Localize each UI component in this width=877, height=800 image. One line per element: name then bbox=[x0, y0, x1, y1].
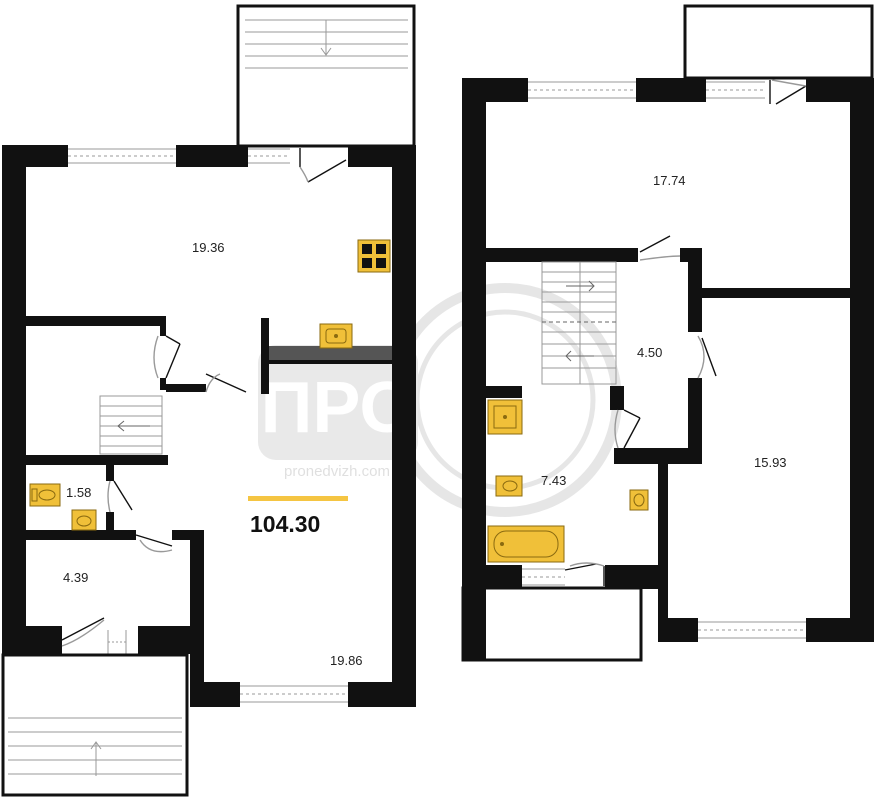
watermark-logo: ПРО bbox=[261, 368, 416, 448]
right-doors bbox=[564, 235, 717, 586]
left-level: 19.36 1.58 4.39 19.86 104.30 bbox=[1, 4, 416, 797]
room-area-wc-small: 1.58 bbox=[66, 485, 91, 500]
room-area-hall-large: 19.86 bbox=[330, 653, 363, 668]
watermark-site: pronedvizh.com bbox=[284, 463, 390, 480]
watermark: ПРО pronedvizh.com bbox=[258, 283, 622, 517]
room-area-bedroom: 15.93 bbox=[754, 455, 787, 470]
room-area-bath: 7.43 bbox=[541, 473, 566, 488]
left-top-window bbox=[68, 148, 290, 164]
watermark-box bbox=[258, 345, 418, 460]
left-bottom-window bbox=[240, 685, 348, 703]
right-outer-walls bbox=[462, 78, 874, 660]
bathtub-icon bbox=[487, 525, 565, 563]
room-area-upper-room: 17.74 bbox=[653, 173, 686, 188]
washbasin-icon bbox=[71, 509, 97, 531]
bath-sink-icon bbox=[487, 399, 523, 435]
bath-washbasin-icon bbox=[629, 489, 649, 511]
toilet-icon bbox=[29, 483, 61, 507]
kitchen-counter-partition bbox=[269, 346, 392, 360]
kitchen-sink-icon bbox=[319, 323, 353, 349]
right-balcony-door bbox=[769, 79, 807, 105]
total-area-bar bbox=[248, 496, 348, 501]
room-area-living: 19.36 bbox=[192, 240, 225, 255]
stove-icon bbox=[357, 239, 391, 273]
left-stairs bbox=[99, 395, 163, 455]
balcony-door bbox=[299, 148, 347, 183]
right-stairs bbox=[541, 261, 617, 385]
room-area-stair-hall: 4.50 bbox=[637, 345, 662, 360]
bath-toilet-icon bbox=[495, 475, 523, 497]
entrance-threshold bbox=[107, 630, 127, 654]
total-area: 104.30 bbox=[250, 511, 320, 537]
room-area-hall-small: 4.39 bbox=[63, 570, 88, 585]
right-interior-walls bbox=[486, 248, 850, 464]
left-doors bbox=[61, 335, 247, 647]
balcony-top-steps bbox=[245, 19, 408, 69]
right-top-window bbox=[528, 81, 765, 99]
entry-terrace bbox=[1, 653, 189, 797]
balcony-top bbox=[236, 4, 416, 148]
right-bottom-window bbox=[698, 621, 806, 639]
left-outer-walls bbox=[2, 145, 416, 707]
bath-window bbox=[522, 568, 565, 586]
entry-steps bbox=[8, 717, 182, 776]
balcony-right bbox=[683, 4, 874, 80]
right-level: 17.74 4.50 7.43 15.93 bbox=[461, 4, 874, 662]
terrace-right bbox=[461, 586, 643, 662]
